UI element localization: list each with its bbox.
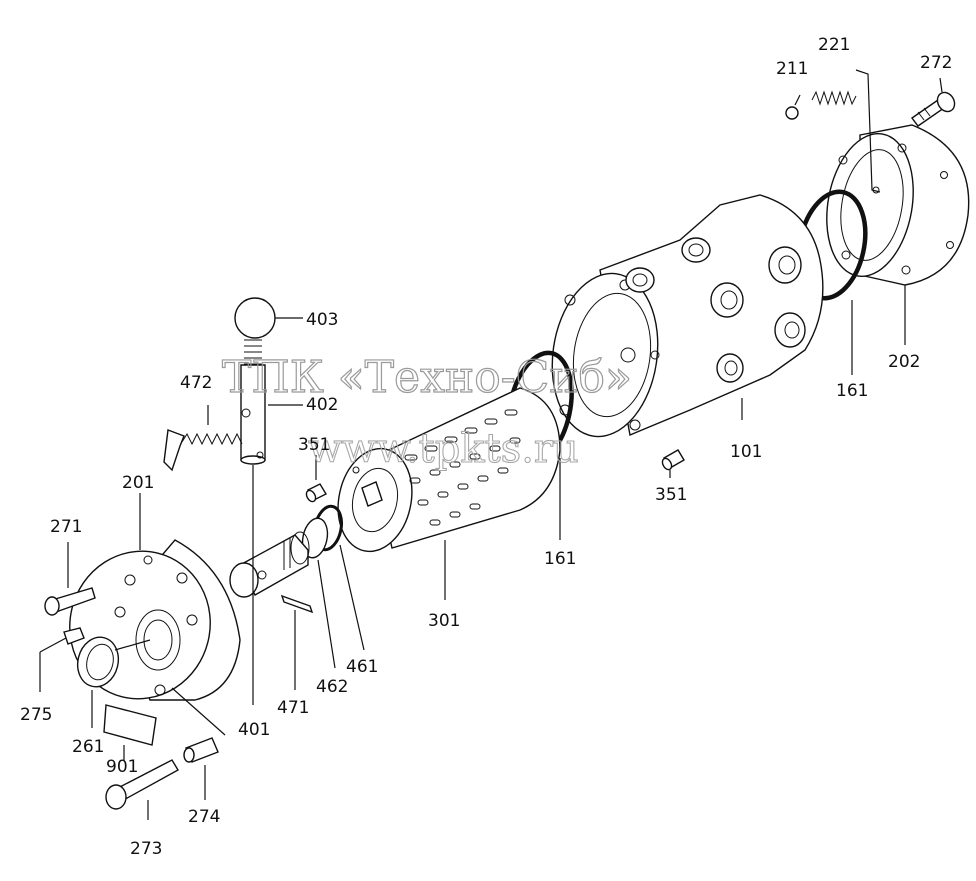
plug-351-right: [661, 449, 685, 471]
label-274: 274: [188, 807, 220, 827]
pin-471: [280, 594, 314, 614]
bolt-272: [911, 91, 956, 127]
cover-202: [826, 124, 970, 286]
plug-351-left: [305, 483, 327, 503]
plug-275: [63, 627, 85, 645]
label-901: 901: [106, 757, 138, 777]
wing-bolt-472: [163, 429, 243, 472]
label-161-middle: 161: [544, 549, 576, 569]
bolt-271: [44, 587, 96, 616]
label-472: 472: [180, 373, 212, 393]
label-161-right: 161: [836, 381, 868, 401]
spring-221: [811, 69, 881, 193]
lever-402: [240, 339, 266, 465]
plate-901: [103, 704, 157, 746]
part-labels: 101 161 161 201 202 211 221 261 271 272 …: [20, 35, 952, 859]
leader-lines: [39, 77, 943, 820]
watermark-url: www.tpkts.ru: [308, 426, 579, 472]
label-461: 461: [346, 657, 378, 677]
label-202: 202: [888, 352, 920, 372]
label-101: 101: [730, 442, 762, 462]
bolt-273: [105, 759, 179, 810]
knob-403: [234, 297, 276, 339]
label-462: 462: [316, 677, 348, 697]
label-401: 401: [238, 720, 270, 740]
sleeve-301: [337, 387, 561, 553]
shaft-401: [229, 531, 310, 598]
watermark-company: ТПК «Техно-Сиб»: [222, 352, 632, 403]
label-351-right: 351: [655, 485, 687, 505]
label-221: 221: [818, 35, 850, 55]
housing-101: [551, 194, 824, 438]
label-201: 201: [122, 473, 154, 493]
label-272: 272: [920, 53, 952, 73]
bushing-274: [183, 737, 219, 763]
label-261: 261: [72, 737, 104, 757]
label-351-left: 351: [298, 435, 330, 455]
label-271: 271: [50, 517, 82, 537]
label-402: 402: [306, 395, 338, 415]
cover-201: [69, 539, 241, 701]
label-471: 471: [277, 698, 309, 718]
ball-211: [785, 106, 799, 120]
label-301: 301: [428, 611, 460, 631]
seal-261: [76, 636, 120, 688]
label-403: 403: [306, 310, 338, 330]
label-275: 275: [20, 705, 52, 725]
label-273: 273: [130, 839, 162, 859]
label-211: 211: [776, 59, 808, 79]
